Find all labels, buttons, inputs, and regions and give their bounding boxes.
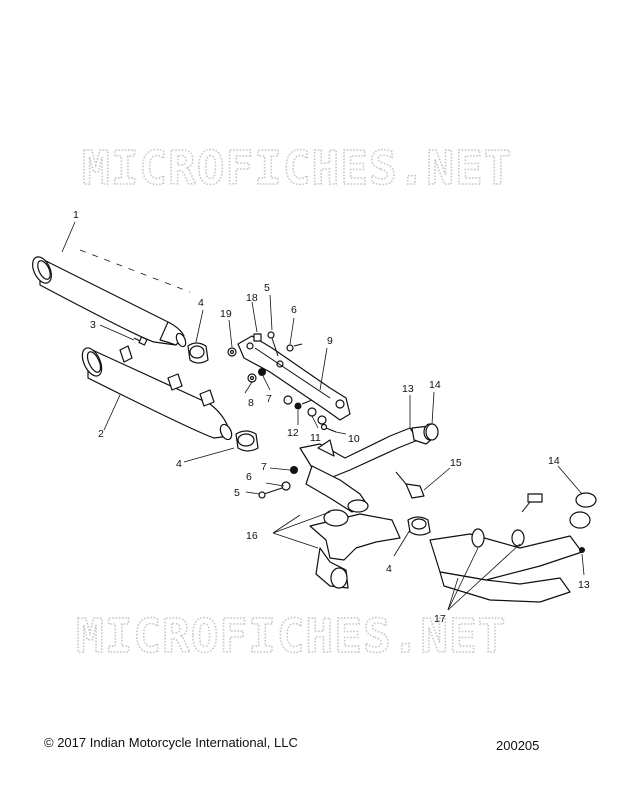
bolt-3 — [133, 336, 148, 346]
callout-15: 15 — [450, 457, 462, 469]
callout-6-lower: 6 — [246, 471, 252, 483]
clamp-lower — [407, 516, 431, 536]
callout-18: 18 — [246, 292, 258, 304]
callout-8: 8 — [248, 397, 254, 409]
spacers-11-12 — [283, 395, 327, 425]
callout-14-upper: 14 — [429, 379, 441, 391]
gasket-upper — [425, 423, 439, 441]
copyright-text: © 2017 Indian Motorcycle International, … — [44, 735, 298, 750]
upper-muffler — [32, 249, 191, 348]
mount-bracket — [237, 335, 351, 421]
diagram-code: 200205 — [496, 738, 540, 753]
callout-7-lower: 7 — [261, 461, 267, 473]
callout-16: 16 — [246, 530, 258, 542]
callout-11: 11 — [310, 432, 321, 444]
callout-6-upper: 6 — [291, 304, 297, 316]
callout-19: 19 — [220, 308, 232, 320]
grommet-7-lower — [290, 466, 298, 474]
callout-7-upper: 7 — [266, 393, 272, 405]
callout-13-lower: 13 — [578, 579, 590, 591]
o2-sensor — [395, 471, 425, 499]
callout-12: 12 — [287, 427, 299, 439]
callout-14-lower: 14 — [548, 455, 560, 467]
washer-8 — [247, 373, 257, 383]
clamp-middle — [235, 430, 259, 452]
callout-4-upper: 4 — [198, 297, 204, 309]
clamp-upper — [187, 342, 209, 364]
nut-18 — [253, 333, 262, 342]
callout-13-upper: 13 — [402, 383, 414, 395]
callout-3: 3 — [90, 319, 96, 331]
callout-1: 1 — [73, 209, 79, 221]
front-headpipe — [309, 509, 591, 603]
callout-4-lower: 4 — [386, 563, 392, 575]
callout-9: 9 — [327, 335, 333, 347]
washer-6-upper — [286, 343, 303, 352]
callout-5-lower: 5 — [234, 487, 240, 499]
callout-17: 17 — [434, 613, 446, 625]
washer-19 — [227, 347, 237, 357]
callout-5-upper: 5 — [264, 282, 270, 294]
callout-4-middle: 4 — [176, 458, 182, 470]
watermark-bottom: MICROFICHES.NET — [76, 609, 506, 663]
lower-muffler — [81, 345, 233, 441]
watermark-top: MICROFICHES.NET — [82, 141, 512, 195]
callout-numbers: 1 2 3 4 4 4 5 5 6 6 7 7 8 9 10 11 12 13 … — [73, 209, 590, 625]
stud-13-lower — [579, 547, 585, 553]
leader-lines — [61, 221, 585, 611]
o2-sensor-connector — [521, 493, 543, 513]
bolt-10 — [320, 423, 337, 433]
bolt-5-lower — [258, 487, 283, 499]
gasket-lower — [575, 492, 597, 508]
grommet-7-upper — [258, 368, 266, 376]
callout-2: 2 — [98, 428, 104, 440]
callout-10: 10 — [348, 433, 360, 445]
bolt-5-upper — [267, 331, 279, 357]
